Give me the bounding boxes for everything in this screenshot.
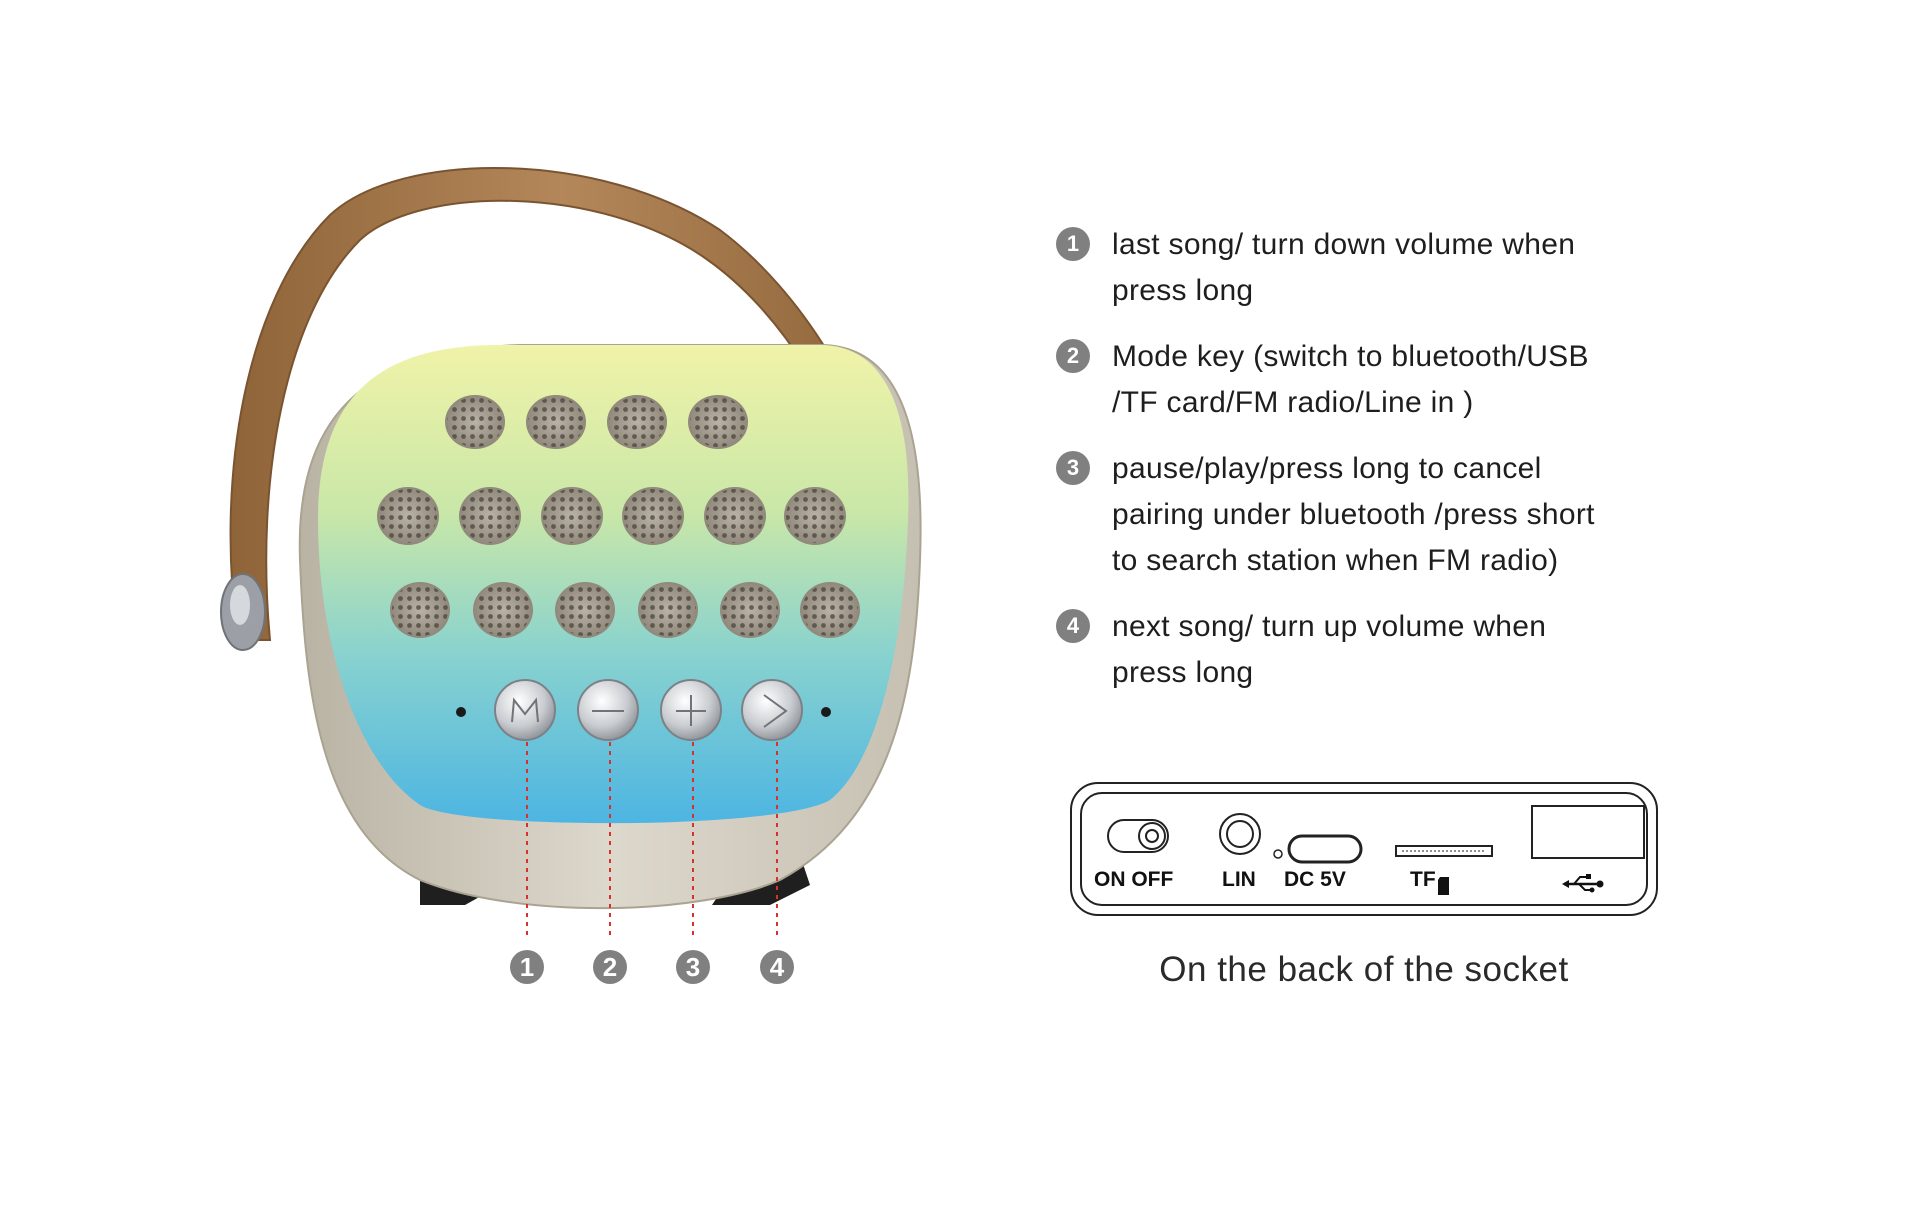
tf-card-slot-icon[interactable] xyxy=(1395,845,1493,857)
instruction-line: to search station when FM radio) xyxy=(1112,544,1559,577)
grille-hole xyxy=(784,487,846,545)
usb-symbol-icon xyxy=(1562,874,1604,893)
tf-card-glyph-icon xyxy=(1438,877,1449,895)
grille-hole xyxy=(638,582,698,638)
instruction-line: /TF card/FM radio/Line in ) xyxy=(1112,386,1474,419)
instruction-line: pairing under bluetooth /press short xyxy=(1112,498,1595,531)
power-switch-icon[interactable] xyxy=(1107,819,1169,853)
instruction-line: next song/ turn up volume when xyxy=(1112,610,1547,643)
socket-caption: On the back of the socket xyxy=(1159,950,1569,989)
minus-button[interactable] xyxy=(577,679,639,741)
instruction-line: press long xyxy=(1112,656,1254,689)
grille-hole xyxy=(555,582,615,638)
dc-5v-label: DC 5V xyxy=(1284,868,1346,891)
number-badge: 3 xyxy=(1056,451,1090,485)
grille-hole xyxy=(377,487,439,545)
speaker-grille-holes xyxy=(377,395,860,638)
callout-badge-3: 3 xyxy=(676,950,710,984)
usb-port-icon[interactable] xyxy=(1531,805,1645,859)
instruction-3: 3 pause/play/press long to cancel pairin… xyxy=(1056,446,1656,584)
on-off-label: ON OFF xyxy=(1094,868,1174,891)
instruction-4: 4 next song/ turn up volume when press l… xyxy=(1056,604,1656,696)
grille-hole xyxy=(541,487,603,545)
grille-hole xyxy=(704,487,766,545)
svg-text:2: 2 xyxy=(603,952,617,982)
callout-badge-1: 1 xyxy=(510,950,544,984)
aux-jack-icon[interactable] xyxy=(1219,813,1261,855)
grille-hole xyxy=(390,582,450,638)
grille-hole xyxy=(622,487,684,545)
play-pause-button[interactable] xyxy=(741,679,803,741)
socket-panel-inner xyxy=(1080,792,1648,906)
grille-hole xyxy=(445,395,505,449)
svg-text:3: 3 xyxy=(686,952,700,982)
tf-label: TF xyxy=(1410,868,1436,891)
grille-hole xyxy=(607,395,667,449)
grille-hole xyxy=(473,582,533,638)
instruction-2: 2 Mode key (switch to bluetooth/USB /TF … xyxy=(1056,334,1656,426)
status-led-icon xyxy=(1273,849,1283,859)
grille-hole xyxy=(688,395,748,449)
plus-button[interactable] xyxy=(660,679,722,741)
grille-hole xyxy=(720,582,780,638)
mode-button[interactable] xyxy=(494,679,556,741)
usb-c-port-icon[interactable] xyxy=(1287,834,1363,864)
instruction-line: pause/play/press long to cancel xyxy=(1112,452,1542,485)
socket-panel: ON OFF LIN DC 5V TF xyxy=(1070,782,1658,916)
socket-ports xyxy=(1107,805,1645,895)
instruction-line: press long xyxy=(1112,274,1254,307)
grille-hole xyxy=(800,582,860,638)
callout-badge-4: 4 xyxy=(760,950,794,984)
number-badge: 2 xyxy=(1056,339,1090,373)
instruction-line: Mode key (switch to bluetooth/USB xyxy=(1112,340,1589,373)
grille-hole xyxy=(526,395,586,449)
svg-text:1: 1 xyxy=(520,952,534,982)
indicator-dot-right xyxy=(821,707,831,717)
lin-label: LIN xyxy=(1222,868,1256,891)
instruction-line: last song/ turn down volume when xyxy=(1112,228,1576,261)
number-badge: 4 xyxy=(1056,609,1090,643)
callout-badge-2: 2 xyxy=(593,950,627,984)
button-instructions: 1 last song/ turn down volume when press… xyxy=(1056,222,1656,716)
instruction-1: 1 last song/ turn down volume when press… xyxy=(1056,222,1656,314)
number-badge: 1 xyxy=(1056,227,1090,261)
grille-hole xyxy=(459,487,521,545)
indicator-dot-left xyxy=(456,707,466,717)
svg-text:4: 4 xyxy=(770,952,785,982)
